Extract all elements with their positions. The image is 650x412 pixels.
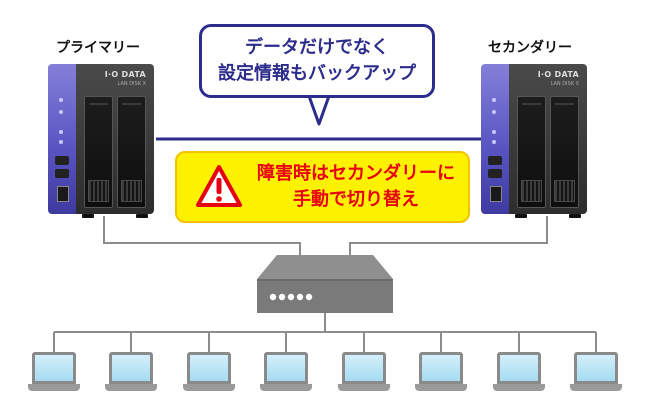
primary-cable	[103, 216, 301, 262]
primary-label: プライマリー	[56, 40, 140, 56]
nas-brand: I·O DATA	[537, 70, 579, 79]
drive-bay	[517, 96, 546, 208]
network-switch-icon	[257, 255, 393, 313]
laptop-icon	[338, 352, 390, 398]
nas-brand: I·O DATA	[104, 70, 146, 79]
drive-bay	[84, 96, 113, 208]
warning-triangle-icon	[196, 165, 242, 207]
notice-line: 障害時はセカンダリーに	[257, 163, 455, 184]
notice-line: 手動で切り替え	[293, 189, 419, 210]
laptop-icon	[493, 352, 545, 398]
laptop-icon	[183, 352, 235, 398]
nas-model: LAN DISK X	[117, 81, 146, 87]
callout-line: データだけでなく	[245, 37, 389, 58]
secondary-nas-icon: I·O DATA LAN DISK X	[481, 64, 589, 218]
laptop-icon	[105, 352, 157, 398]
drive-bay	[117, 96, 146, 208]
drive-bay	[550, 96, 579, 208]
secondary-cable	[349, 216, 548, 262]
laptop-icon	[260, 352, 312, 398]
callout-line: 設定情報もバックアップ	[218, 63, 416, 84]
laptop-icon	[415, 352, 467, 398]
nas-model: LAN DISK X	[550, 81, 579, 87]
nas-front-panel	[481, 64, 509, 214]
nas-front-panel	[48, 64, 76, 214]
sync-callout: データだけでなく 設定情報もバックアップ	[199, 24, 435, 98]
failover-notice: 障害時はセカンダリーに 手動で切り替え	[175, 151, 470, 223]
primary-nas-icon: I·O DATA LAN DISK X	[48, 64, 156, 218]
laptop-icon	[28, 352, 80, 398]
secondary-label: セカンダリー	[488, 40, 572, 56]
laptop-icon	[570, 352, 622, 398]
callout-pointer	[307, 94, 331, 126]
